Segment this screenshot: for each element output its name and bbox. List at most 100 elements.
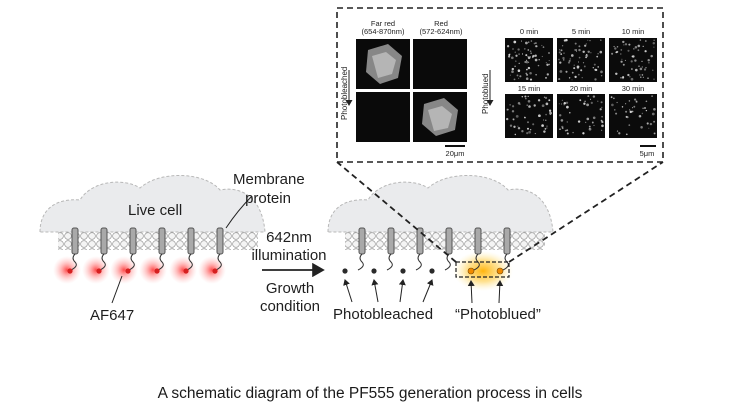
speckle-dot [543, 130, 546, 133]
speckle-dot [518, 62, 520, 65]
speckle-dot [558, 78, 561, 81]
speckle-dot [529, 128, 532, 131]
speckle-dot [546, 127, 548, 129]
speckle-dot [527, 41, 530, 43]
speckle-dot [627, 49, 630, 52]
speckle-dot [543, 96, 545, 98]
speckle-dot [527, 66, 531, 70]
speckle-dot [637, 45, 639, 47]
zoom-line-left [336, 161, 457, 263]
speckle-dot [549, 113, 551, 116]
photoblued-glow [453, 251, 513, 291]
speckle-dot [574, 42, 577, 45]
speckle-dot [526, 68, 528, 71]
speckle-dot [517, 48, 520, 51]
speckle-dot [653, 107, 656, 111]
speckle-dot [559, 61, 562, 64]
speckle-dot [527, 100, 531, 103]
speckle-dot [616, 50, 619, 53]
speckle-dot [600, 101, 603, 104]
speckle-dot [620, 49, 623, 51]
membrane-protein-label: Membrane protein [233, 170, 305, 208]
speckle-dot [517, 69, 521, 72]
speckle-dot [628, 100, 631, 102]
af647-dyes [67, 268, 218, 274]
speckle-dot [645, 67, 647, 69]
speckle-dot [516, 74, 519, 77]
speckle-dot [616, 101, 618, 104]
speckle-dot [511, 70, 514, 74]
photoblued-vertical-label: Photoblued [481, 73, 490, 114]
illumination-line1: 642nm [266, 229, 312, 246]
speckle-dot [639, 67, 643, 71]
figure-caption: A schematic diagram of the PF555 generat… [157, 385, 583, 402]
speckle-dot [652, 69, 654, 71]
membrane-pointer-line [225, 195, 253, 229]
speckle-dot [512, 118, 515, 121]
speckle-dot [639, 74, 641, 76]
speckle-dot [528, 61, 530, 64]
speckle-dot [599, 50, 603, 54]
speckle-dot [509, 124, 513, 127]
speckle-dot [525, 77, 529, 80]
speckle-dot [582, 50, 585, 54]
speckle-dot [561, 127, 564, 129]
speckle-dot [521, 53, 524, 55]
speckle-dot [506, 45, 510, 48]
speckle-dot [538, 58, 540, 61]
speckle-dot [601, 121, 604, 124]
speckle-dot [629, 110, 633, 114]
speckle-dot [591, 121, 594, 124]
speckle-dot [559, 70, 563, 73]
live-cell-left [39, 175, 266, 250]
speckle-dot [643, 68, 647, 71]
speckle-dot [641, 74, 644, 76]
speckle-dot [579, 99, 582, 102]
speckle-dot [637, 49, 640, 52]
speckle-dot [561, 99, 564, 102]
speckle-dot [589, 98, 592, 100]
photobleached-label: Photobleached [333, 306, 434, 323]
speckle-dot [545, 77, 547, 79]
speckle-dot [514, 133, 517, 136]
speckle-dot [583, 102, 586, 105]
speckle-dot [590, 101, 593, 105]
speckle-dot [600, 70, 603, 74]
speckle-dot [528, 105, 531, 108]
speckle-dot [569, 58, 571, 60]
speckle-dot [592, 116, 596, 120]
speckle-dot [578, 45, 581, 48]
speckle-dot [634, 98, 637, 101]
speckle-dot [622, 77, 624, 80]
speckle-dot [573, 64, 575, 66]
speckle-dot [509, 74, 511, 76]
speckle-dot [615, 112, 618, 115]
speckle-dot [513, 119, 515, 121]
speckle-dot [559, 128, 561, 130]
speckle-dot [601, 124, 604, 128]
speckle-dot [586, 103, 589, 107]
speckle-dot [651, 112, 655, 116]
speckle-dot [599, 108, 602, 111]
speckle-dot [647, 77, 649, 80]
speckle-dot [529, 50, 532, 53]
speckle-dot [515, 115, 519, 118]
speckle-dot [616, 130, 619, 132]
speckle-dot [567, 61, 571, 64]
speckle-dot [543, 119, 545, 121]
speckle-dot [583, 65, 586, 68]
speckle-dot [653, 78, 655, 81]
far-red-header: Far red (654-870nm) [352, 20, 414, 36]
speckle-dot [616, 45, 619, 48]
speckle-dot [639, 39, 642, 41]
speckle-dot [566, 129, 569, 132]
speckle-dot [634, 46, 638, 49]
speckle-dot [544, 128, 547, 130]
speckle-dot [594, 78, 597, 81]
speckle-dot [563, 52, 565, 54]
speckle-dot [513, 125, 516, 128]
speckle-dot [620, 60, 623, 63]
speckle-dot [640, 126, 643, 129]
speckle-dot [527, 56, 531, 60]
speckle-dot [573, 67, 576, 70]
